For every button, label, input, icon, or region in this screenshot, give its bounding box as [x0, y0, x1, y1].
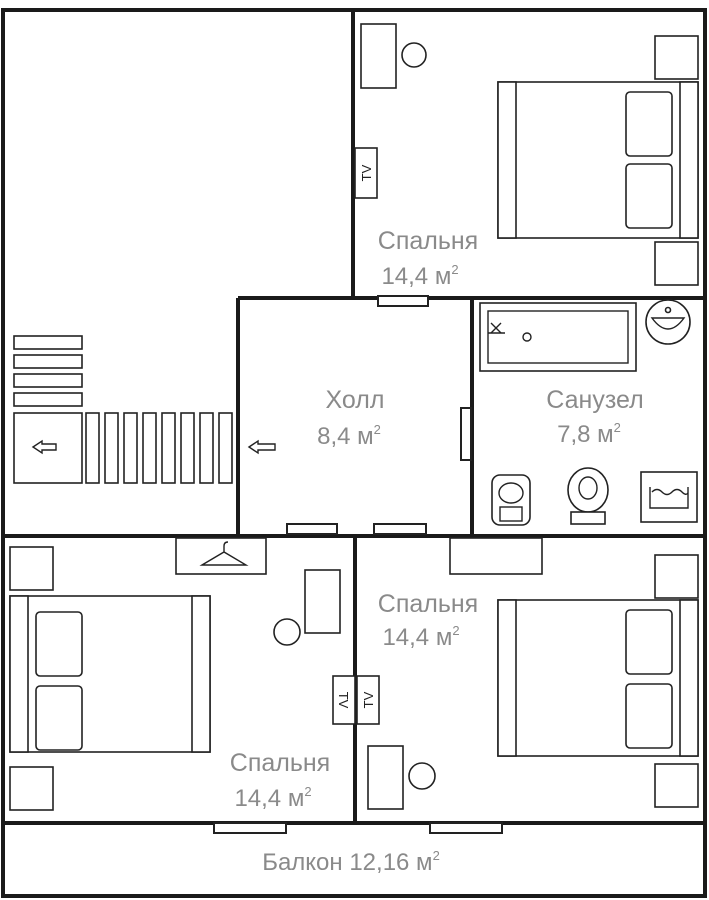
room-area: 7,8 м	[557, 421, 614, 448]
room-area: 14,4 м	[381, 263, 451, 290]
room-name: Спальня	[230, 749, 330, 777]
room-name: Спальня	[378, 590, 478, 618]
door-left-bedroom	[286, 523, 338, 535]
room-bedroom-top: Спальня 14,4 м2	[378, 227, 478, 290]
svg-text:7,8 м2: 7,8 м2	[557, 420, 621, 448]
door-balcony-left	[213, 822, 287, 834]
room-name: Балкон 12,16 м	[262, 849, 432, 876]
room-balcony: Балкон 12,16 м2	[262, 848, 440, 876]
tv-label: TV	[336, 692, 351, 709]
svg-text:14,4 м2: 14,4 м2	[382, 623, 459, 651]
walls	[1, 8, 707, 898]
svg-text:8,4 м2: 8,4 м2	[317, 422, 381, 450]
svg-text:14,4 м2: 14,4 м2	[234, 784, 311, 812]
bedroom-top-furniture	[354, 23, 699, 286]
hanger-icon	[199, 541, 249, 566]
bedroom-left-furniture	[9, 537, 356, 811]
room-name: Холл	[326, 386, 385, 414]
door-balcony-right	[429, 822, 503, 834]
door-top-bedroom	[377, 295, 429, 307]
room-area: 14,4 м	[234, 785, 304, 812]
room-name: Спальня	[378, 227, 478, 255]
arrow-left-icon	[31, 439, 57, 455]
room-area: 8,4 м	[317, 423, 374, 450]
room-name: Санузел	[546, 386, 643, 414]
area-superscript: 2	[614, 420, 621, 435]
room-bedroom-left: Спальня 14,4 м2	[230, 749, 330, 812]
staircase	[13, 335, 276, 484]
room-hall: Холл 8,4 м2	[317, 386, 384, 450]
room-bathroom: Санузел 7,8 м2	[546, 386, 643, 448]
tv-label: TV	[361, 691, 376, 708]
area-superscript: 2	[433, 848, 440, 863]
door-right-bedroom	[373, 523, 427, 535]
tv-label: TV	[359, 164, 374, 181]
room-area: 14,4 м	[382, 624, 452, 651]
area-superscript: 2	[451, 262, 458, 277]
area-superscript: 2	[452, 623, 459, 638]
arrow-left-icon	[247, 439, 276, 455]
room-bedroom-right: Спальня 14,4 м2	[378, 590, 478, 651]
area-superscript: 2	[304, 784, 311, 799]
bedroom-right-furniture	[356, 537, 699, 810]
bathroom-fixtures	[479, 299, 698, 526]
door-bathroom	[460, 407, 472, 461]
svg-text:Балкон 12,16 м2: Балкон 12,16 м2	[262, 848, 440, 876]
doors	[213, 295, 503, 834]
area-superscript: 2	[374, 422, 381, 437]
svg-text:14,4 м2: 14,4 м2	[381, 262, 458, 290]
